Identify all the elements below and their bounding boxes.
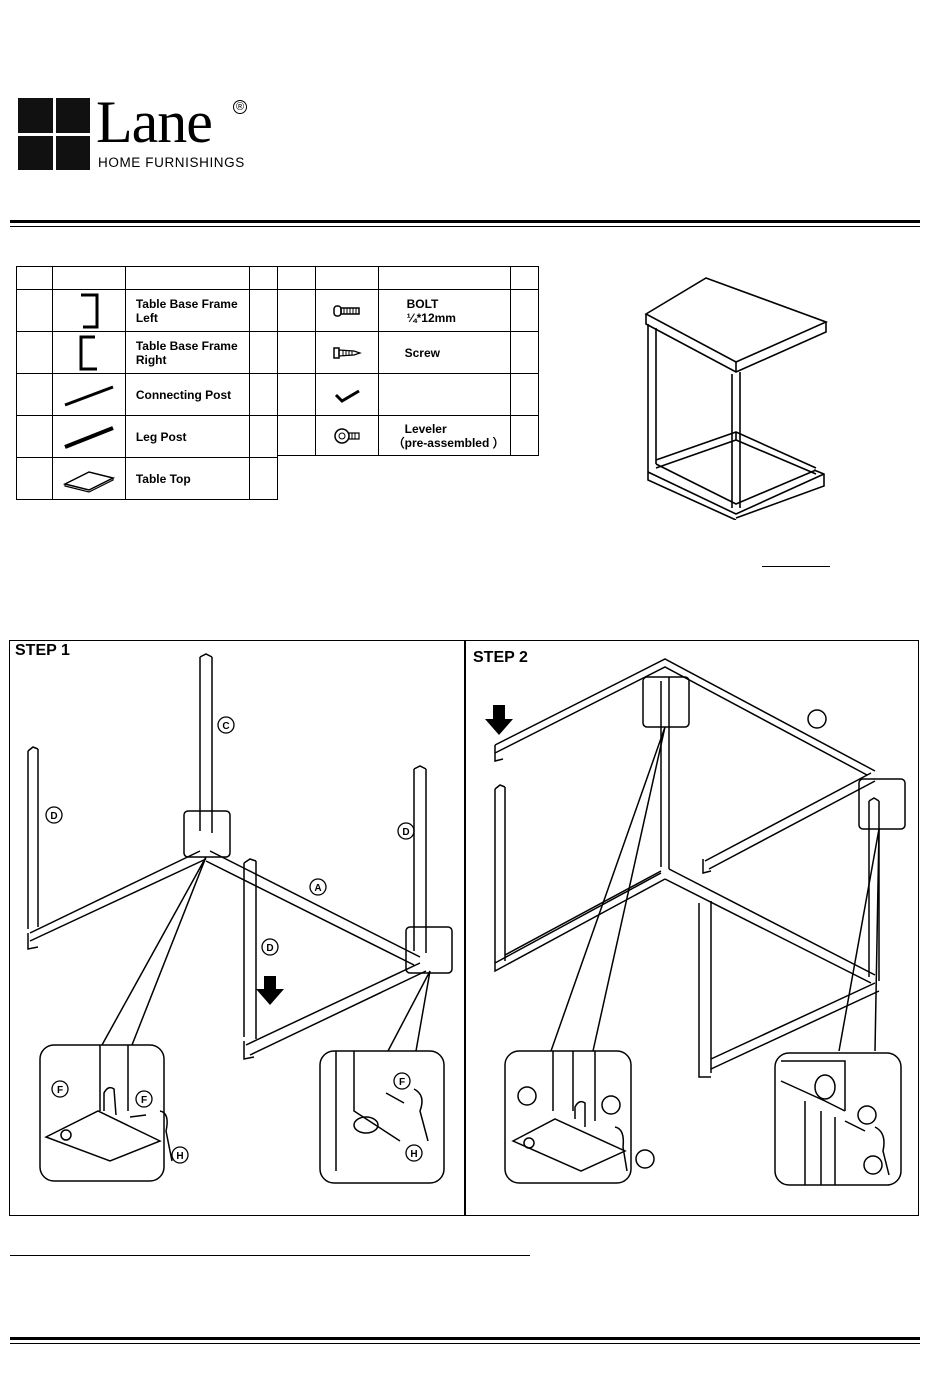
parts-table-right: BOLT ¼*12mm Screw Leveler （pre-assembled… (277, 266, 539, 456)
part-label (378, 374, 510, 416)
parts-table-left: Table Base Frame Left Table Base Frame R… (16, 266, 278, 500)
header-rule-thin (10, 226, 920, 227)
callout-label: H (176, 1151, 183, 1162)
allen-key-icon (332, 385, 362, 405)
part-label: Table Base Frame Left (125, 290, 249, 332)
callout-label: A (314, 883, 321, 894)
step-2-diagram (465, 641, 916, 1213)
part-label: Connecting Post (125, 374, 249, 416)
callout-label: H (410, 1149, 417, 1160)
callout-label: D (50, 811, 57, 822)
header-rule (10, 220, 920, 223)
brand-tagline: HOME FURNISHINGS (98, 155, 245, 170)
leg-post-icon (59, 422, 119, 452)
brand-logo: Lane ® HOME FURNISHINGS (18, 98, 258, 176)
connecting-post-icon (59, 380, 119, 410)
logo-squares-icon (18, 98, 90, 170)
brand-name: Lane (96, 92, 212, 152)
part-label: Leveler (393, 422, 510, 436)
blank-underline (762, 566, 830, 567)
callout-label: F (141, 1095, 147, 1106)
callout-label: F (399, 1077, 405, 1088)
callout-label: D (402, 827, 409, 838)
callout-label: D (266, 943, 273, 954)
part-label: Leg Post (125, 416, 249, 458)
part-label-note: （pre-assembled ） (393, 436, 510, 450)
frame-left-icon (69, 291, 109, 331)
part-label: Table Base Frame Right (125, 332, 249, 374)
footer-rule (10, 1337, 920, 1340)
table-top-icon (59, 464, 119, 494)
step-1-diagram: C D D A D F F H F H (10, 641, 463, 1213)
callout-label: C (222, 721, 229, 732)
callout-label: F (57, 1085, 63, 1096)
leveler-icon (332, 426, 362, 446)
footer-underline (10, 1255, 530, 1256)
footer-rule-thin (10, 1343, 920, 1344)
frame-right-icon (69, 333, 109, 373)
part-label: Table Top (125, 458, 249, 500)
part-label-size: ¼*12mm (407, 311, 510, 325)
screw-icon (332, 346, 362, 360)
bolt-icon (332, 303, 362, 319)
registered-mark: ® (233, 100, 247, 114)
assembled-table-illustration (636, 272, 836, 520)
part-label: BOLT (407, 297, 510, 311)
part-label: Screw (378, 332, 510, 374)
